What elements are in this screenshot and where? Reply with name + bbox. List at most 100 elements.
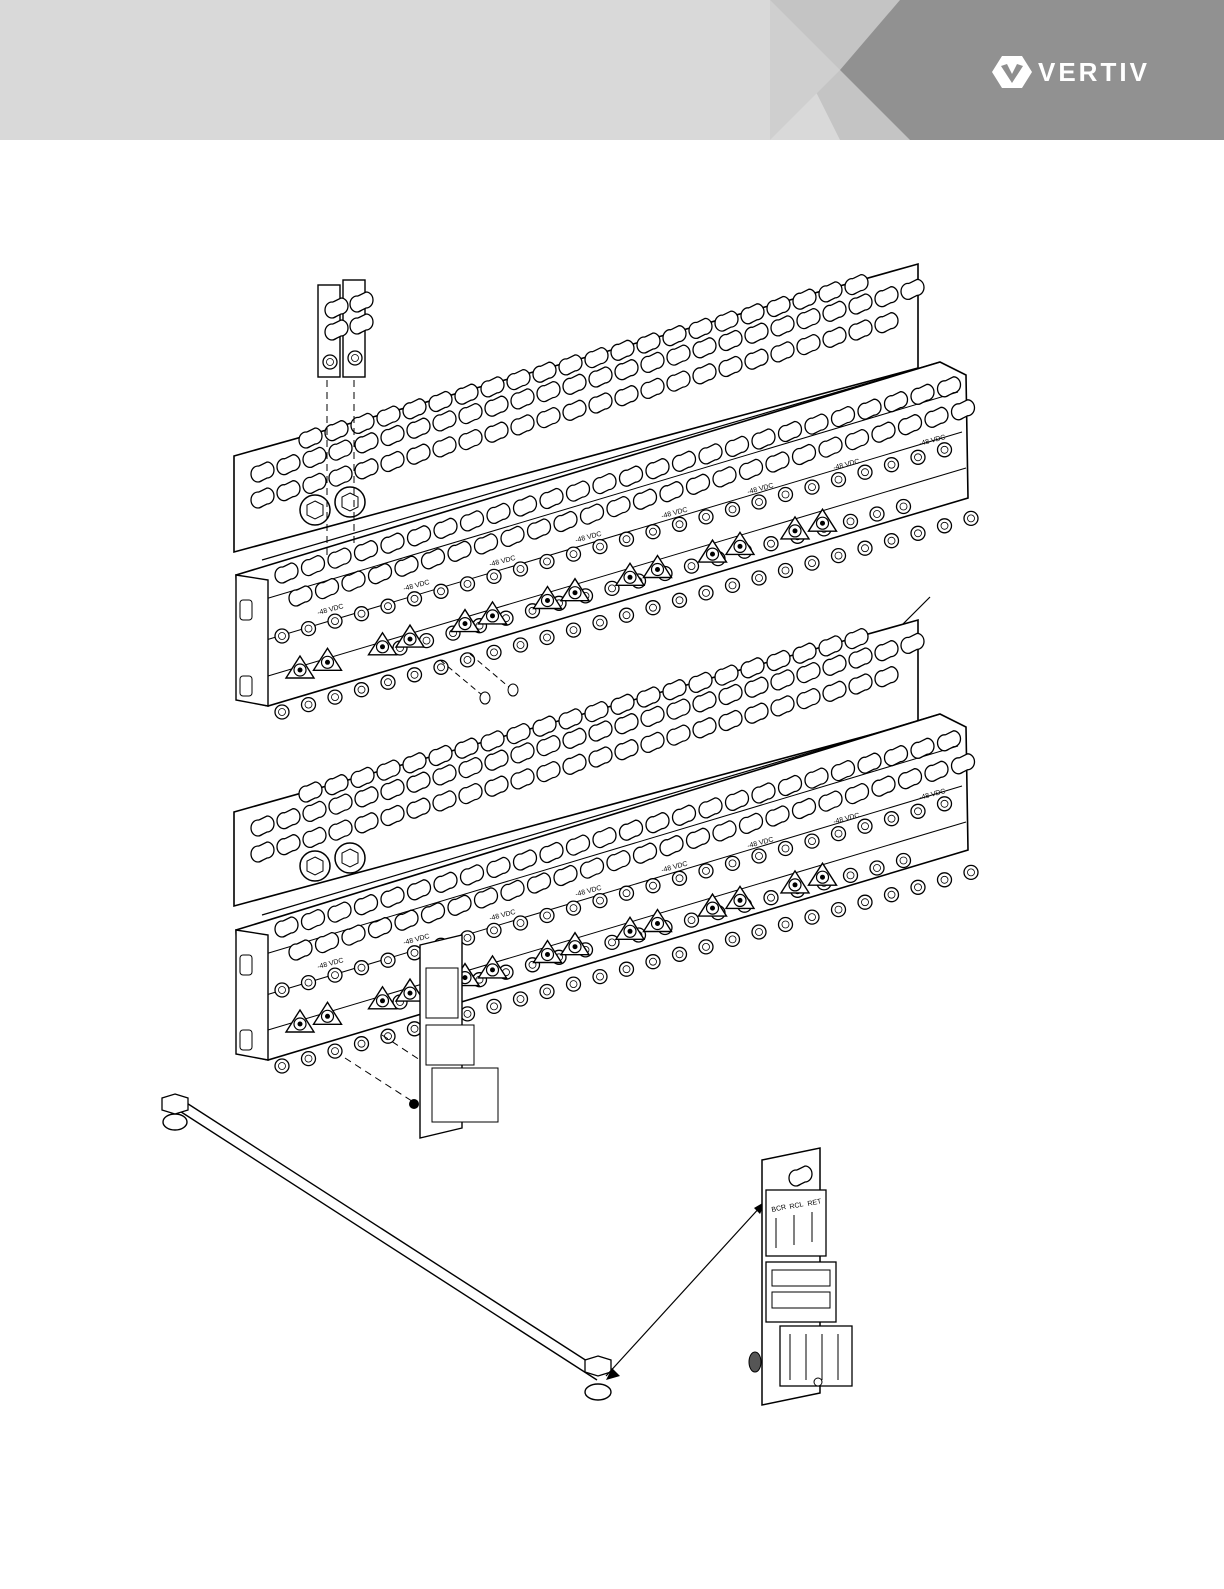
- terminal-hole: [699, 940, 713, 954]
- terminal-hole: [275, 705, 289, 719]
- lower-busbar-assembly: [234, 620, 978, 1073]
- terminal-hole: [752, 925, 766, 939]
- terminal-hole: [673, 871, 687, 885]
- terminal-hole: [938, 519, 952, 533]
- terminal-hole: [832, 827, 846, 841]
- terminal-hole: [779, 842, 793, 856]
- terminal-hole: [328, 968, 342, 982]
- terminal-hole: [832, 903, 846, 917]
- exploded-diagram: -48 VDC-48 VDC-48 VDC-48 VDC-48 VDC-48 V…: [0, 140, 1224, 1584]
- terminal-hole: [567, 901, 581, 915]
- terminal-hole: [779, 488, 793, 502]
- terminal-hole: [699, 586, 713, 600]
- terminal-hole: [885, 534, 899, 548]
- terminal-hole: [832, 549, 846, 563]
- terminal-hole: [699, 510, 713, 524]
- terminal-hole: [858, 541, 872, 555]
- terminal-hole: [355, 961, 369, 975]
- terminal-hole: [434, 660, 448, 674]
- page-header: VERTIV: [0, 0, 1224, 140]
- terminal-hole: [897, 500, 911, 514]
- terminal-hole: [514, 916, 528, 930]
- terminal-hole: [870, 507, 884, 521]
- vertiv-logo: VERTIV: [992, 50, 1150, 94]
- terminal-hole: [858, 895, 872, 909]
- terminal-hole: [673, 593, 687, 607]
- terminal-hole: [726, 502, 740, 516]
- terminal-hole: [685, 559, 699, 573]
- terminal-hole: [885, 888, 899, 902]
- terminal-hole: [699, 864, 713, 878]
- terminal-hole: [964, 511, 978, 525]
- terminal-hole: [844, 514, 858, 528]
- terminal-hole: [897, 854, 911, 868]
- terminal-hole: [805, 910, 819, 924]
- terminal-hole: [355, 607, 369, 621]
- terminal-hole: [938, 797, 952, 811]
- terminal-hole: [620, 608, 634, 622]
- terminal-hole: [567, 547, 581, 561]
- terminal-hole: [805, 480, 819, 494]
- terminal-hole: [764, 891, 778, 905]
- terminal-hole: [764, 537, 778, 551]
- terminal-hole: [620, 886, 634, 900]
- terminal-hole: [514, 638, 528, 652]
- terminal-hole: [779, 564, 793, 578]
- terminal-hole: [487, 999, 501, 1013]
- terminal-hole: [726, 932, 740, 946]
- terminal-hole: [620, 962, 634, 976]
- terminal-hole: [540, 555, 554, 569]
- diagram-svg: -48 VDC-48 VDC-48 VDC-48 VDC-48 VDC-48 V…: [0, 140, 1224, 1584]
- terminal-hole: [302, 622, 316, 636]
- terminal-hole: [328, 690, 342, 704]
- terminal-hole: [381, 675, 395, 689]
- terminal-hole: [844, 868, 858, 882]
- terminal-hole: [964, 865, 978, 879]
- terminal-hole: [646, 955, 660, 969]
- terminal-hole: [514, 562, 528, 576]
- terminal-hole: [593, 970, 607, 984]
- terminal-hole: [752, 495, 766, 509]
- terminal-hole: [911, 450, 925, 464]
- terminal-hole: [870, 861, 884, 875]
- terminal-hole: [752, 571, 766, 585]
- terminal-hole: [381, 953, 395, 967]
- terminal-hole: [302, 698, 316, 712]
- terminal-hole: [567, 977, 581, 991]
- terminal-hole: [593, 540, 607, 554]
- brand-name: VERTIV: [1038, 57, 1150, 88]
- ground-cable: [162, 1094, 766, 1400]
- terminal-hole: [885, 812, 899, 826]
- terminal-hole: [938, 443, 952, 457]
- terminal-hole: [646, 879, 660, 893]
- terminal-hole: [673, 517, 687, 531]
- terminal-hole: [302, 1052, 316, 1066]
- terminal-hole: [593, 894, 607, 908]
- terminal-hole: [355, 683, 369, 697]
- terminal-hole: [858, 465, 872, 479]
- terminal-hole: [540, 631, 554, 645]
- terminal-hole: [646, 601, 660, 615]
- terminal-hole: [938, 873, 952, 887]
- terminal-hole: [805, 556, 819, 570]
- terminal-hole: [685, 913, 699, 927]
- terminal-hole: [646, 525, 660, 539]
- terminal-hole: [885, 458, 899, 472]
- terminal-hole: [275, 983, 289, 997]
- terminal-hole: [487, 569, 501, 583]
- terminal-hole: [434, 584, 448, 598]
- terminal-hole: [487, 645, 501, 659]
- terminal-hole: [726, 578, 740, 592]
- terminal-hole: [752, 849, 766, 863]
- terminal-hole: [805, 834, 819, 848]
- terminal-hole: [514, 992, 528, 1006]
- terminal-hole: [275, 629, 289, 643]
- terminal-hole: [302, 976, 316, 990]
- terminal-hole: [832, 473, 846, 487]
- terminal-hole: [328, 1044, 342, 1058]
- terminal-hole: [593, 616, 607, 630]
- terminal-hole: [673, 947, 687, 961]
- terminal-hole: [540, 909, 554, 923]
- terminal-hole: [779, 918, 793, 932]
- terminal-hole: [540, 985, 554, 999]
